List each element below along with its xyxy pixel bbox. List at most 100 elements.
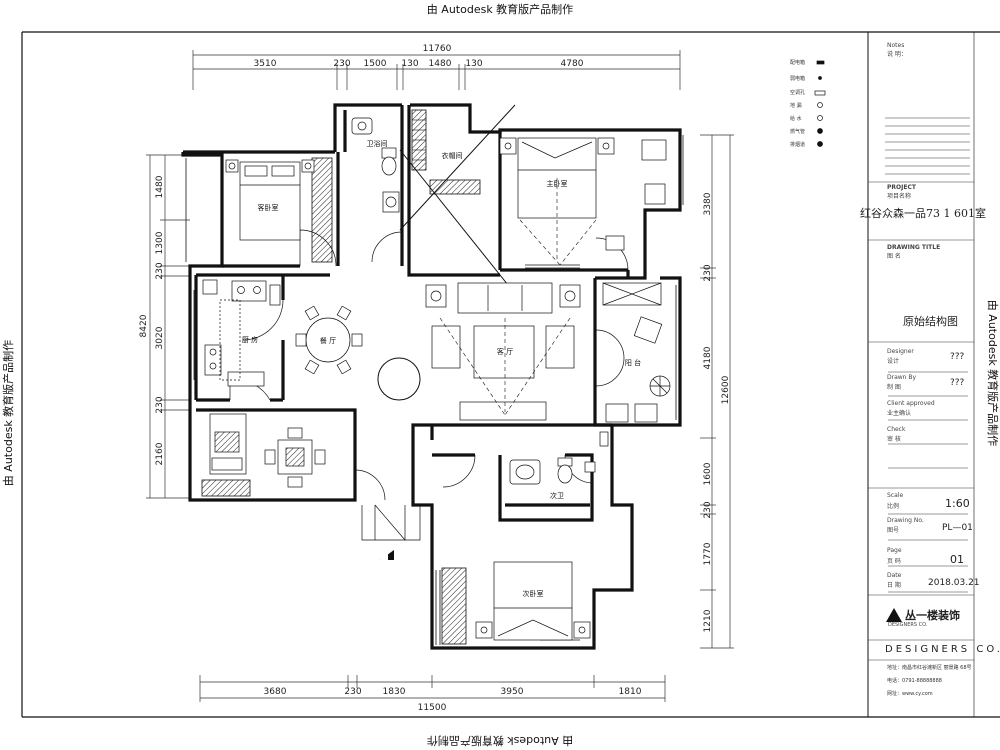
dim-left-3: 230: [155, 262, 165, 279]
legend-item: 排烟道: [790, 142, 806, 148]
label-bathroom: 卫浴间: [367, 139, 388, 148]
column-round: [377, 357, 421, 401]
balcony-furniture: [602, 282, 671, 423]
date-cn: 日 期: [887, 582, 901, 589]
notes-cn: 说 明：: [887, 51, 907, 58]
drawing-no-cn: 图号: [887, 527, 900, 534]
dim-top-4: 130: [401, 59, 418, 69]
legend-item: 配电箱: [790, 60, 806, 66]
dim-bottom-2: 230: [344, 687, 361, 697]
designer-label: Designer: [887, 348, 914, 355]
dim-top-3: 1500: [364, 59, 387, 69]
label-second-bedroom: 次卧室: [523, 589, 544, 598]
dim-right-1: 3380: [703, 192, 713, 215]
company-logo-icon: [886, 608, 902, 622]
dim-right-4: 1600: [703, 462, 713, 485]
check-cn: 审 核: [887, 436, 901, 443]
dim-top-labels: 3510 230 1500 130 1480 130 4780: [254, 59, 584, 69]
tea-room-furniture: [209, 413, 326, 488]
designer-value: ???: [950, 352, 965, 362]
approved-label: Client approved: [887, 400, 935, 407]
dim-top-5: 1480: [429, 59, 452, 69]
label-guest-bedroom: 客卧室: [258, 203, 279, 212]
dining-table: [295, 305, 363, 375]
dimension-right: [700, 134, 734, 649]
closet-shelves: [412, 119, 426, 161]
dim-top-2: 230: [333, 59, 350, 69]
entry-step-icon: [380, 553, 388, 560]
approved-cn: 业主确认: [887, 410, 912, 417]
project-label: PROJECT: [887, 184, 916, 191]
company-subtitle: DESIGNERS CO.: [888, 622, 928, 628]
drawing-title: 原始结构图: [903, 315, 958, 328]
drawing-no-label: Drawing No.: [887, 517, 924, 524]
dim-right-5: 230: [703, 501, 713, 518]
label-balcony: 阳 台: [625, 358, 641, 367]
kitchen-fixtures: [202, 279, 281, 387]
page-label: Page: [887, 547, 902, 554]
project-cn: 项目名称: [887, 193, 912, 200]
walls: [181, 103, 682, 650]
legend-symbols: [814, 60, 826, 147]
bed-second: [475, 561, 591, 641]
dim-left-1: 1480: [155, 175, 165, 198]
dim-bottom-labels: 3680 230 1830 3950 1810: [264, 687, 642, 697]
designer-cn: 设计: [887, 358, 900, 365]
dim-bottom-5: 1810: [619, 687, 642, 697]
legend-item: 燃气管: [790, 129, 806, 135]
watermark-bottom: 由 Autodesk 教育版产品制作: [426, 734, 574, 747]
drawing-title-cn: 图 名: [887, 253, 901, 260]
dim-left-labels: 8420 1480 1300 230 3020 230 2160: [139, 175, 165, 465]
bed-guest: [225, 159, 315, 241]
bath-fixtures: [351, 117, 400, 213]
company-address: 地址：南昌市红谷滩新区 丽景路 68号: [887, 665, 972, 671]
dim-left-5: 230: [155, 396, 165, 413]
dim-right-labels: 3380 230 4180 1600 230 1770 1210 12600: [703, 192, 731, 632]
wardrobe-guest: [311, 157, 333, 263]
label-kitchen: 厨 房: [242, 335, 258, 344]
label-closet: 衣帽间: [442, 151, 463, 160]
dim-bottom-1: 3680: [264, 687, 287, 697]
label-second-bath: 次卫: [550, 491, 564, 500]
dim-right-3: 4180: [703, 346, 713, 369]
wardrobe-second: [441, 567, 467, 645]
page-value: 01: [950, 553, 964, 566]
watermark-top: 由 Autodesk 教育版产品制作: [426, 3, 574, 16]
scale-label: Scale: [887, 492, 904, 499]
legend-item: 给 水: [790, 116, 802, 122]
label-master-bedroom: 主卧室: [547, 179, 568, 188]
page-cn: 页 码: [887, 558, 901, 565]
notes-label: Notes: [887, 42, 905, 49]
legend-item: 地 漏: [790, 103, 802, 109]
label-living: 客 厅: [497, 347, 513, 356]
dim-right-2: 230: [703, 264, 713, 281]
dim-right-6: 1770: [703, 542, 713, 565]
dim-bottom-4: 3950: [501, 687, 524, 697]
dim-right-7: 1210: [703, 609, 713, 632]
drawn-value: ???: [950, 378, 965, 388]
dim-left-6: 2160: [155, 442, 165, 465]
bed-master: [499, 137, 667, 251]
legend-item: 弱电箱: [790, 76, 806, 82]
date-label: Date: [887, 572, 902, 579]
wardrobe-closet-2: [429, 179, 481, 195]
watermark-left: 由 Autodesk 教育版产品制作: [2, 339, 15, 487]
legend-item: 空调孔: [790, 90, 806, 96]
dim-bottom-3: 1830: [383, 687, 406, 697]
annotation-slash-2: [399, 149, 521, 301]
company-phone: 电话：0791-88888888: [887, 678, 942, 684]
dim-top-7: 4780: [561, 59, 584, 69]
dimension-top: [192, 50, 681, 90]
annotation-slash: [399, 104, 516, 231]
project-name: 红谷众森一品73 1 601室: [860, 207, 986, 220]
dim-bottom-total: 11500: [418, 703, 447, 713]
cabinet-storage: [201, 479, 251, 497]
dim-top-6: 130: [465, 59, 482, 69]
sheet-frame: [21, 31, 1000, 718]
check-label: Check: [887, 426, 906, 433]
scale-value: 1:60: [945, 497, 970, 510]
dim-left-total: 8420: [139, 314, 149, 337]
drawing-no-value: PL—01: [942, 523, 973, 533]
date-value: 2018.03.21: [928, 578, 980, 588]
drawn-label: Drawn By: [887, 374, 917, 381]
